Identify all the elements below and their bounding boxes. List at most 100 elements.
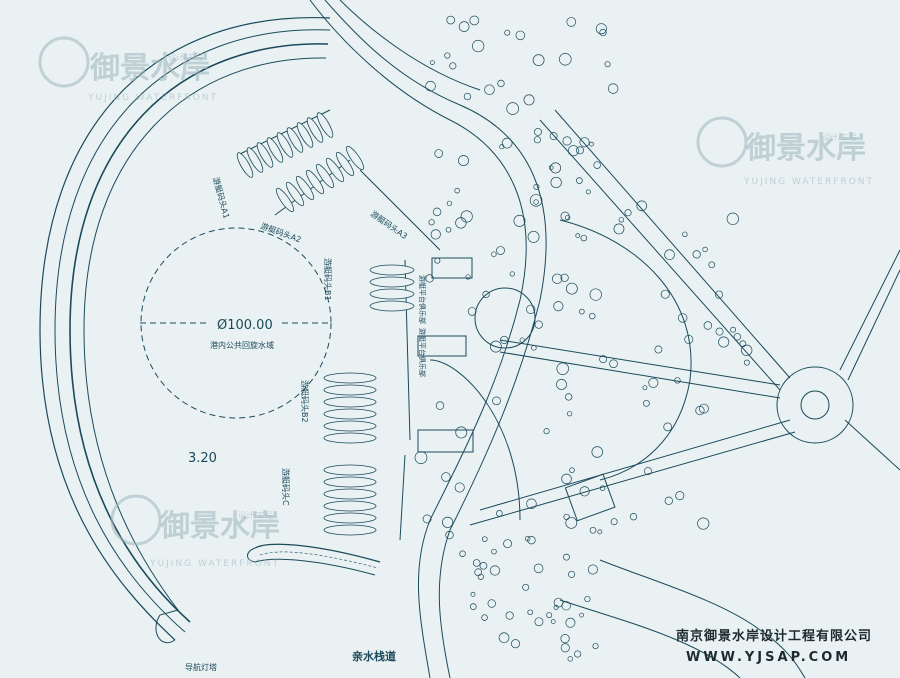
tree-symbol xyxy=(506,102,519,115)
tree-symbol xyxy=(576,177,583,184)
tree-symbol xyxy=(575,233,581,239)
tree-symbol xyxy=(629,513,638,521)
boat-shape xyxy=(305,169,325,195)
tree-symbol xyxy=(449,62,457,70)
tree-symbol xyxy=(549,132,558,140)
tree-symbol xyxy=(739,340,747,348)
beacon-label: 导航灯塔 xyxy=(185,662,217,672)
tree-symbol xyxy=(560,643,570,653)
tree-symbol xyxy=(432,207,442,217)
tree-symbol xyxy=(561,473,572,485)
tree-symbol xyxy=(566,17,577,27)
boat-shape xyxy=(266,137,284,163)
tree-symbol xyxy=(579,137,590,148)
tree-symbol xyxy=(533,199,539,205)
tree-symbol xyxy=(454,482,465,493)
tree-symbol xyxy=(642,385,648,391)
tree-symbol xyxy=(469,15,480,26)
tree-symbol xyxy=(504,29,511,36)
tree-symbol xyxy=(660,289,670,299)
boat-shape xyxy=(236,152,254,178)
boat-shape xyxy=(323,464,377,476)
tree-symbol xyxy=(454,187,460,194)
boat-shape xyxy=(335,151,355,177)
tree-symbol xyxy=(589,141,594,147)
tree-symbol xyxy=(579,308,585,315)
tree-symbol xyxy=(458,155,469,167)
tree-symbol xyxy=(477,573,484,580)
tree-symbol xyxy=(589,312,596,320)
boat-shape xyxy=(369,276,415,288)
tree-symbol xyxy=(543,428,550,435)
tree-symbol xyxy=(524,535,531,542)
tree-symbol xyxy=(567,656,573,662)
tree-symbol xyxy=(618,217,625,223)
tree-symbol xyxy=(459,550,466,557)
tree-symbol xyxy=(550,162,562,174)
tree-symbol xyxy=(609,359,618,368)
tree-symbol xyxy=(499,144,505,150)
boat-shape xyxy=(276,132,294,158)
tree-symbol xyxy=(715,327,724,336)
tree-symbol xyxy=(599,355,608,364)
tree-symbol xyxy=(428,219,435,226)
tree-symbol xyxy=(608,83,619,94)
boat-shape xyxy=(323,524,377,536)
tree-symbol xyxy=(491,548,497,555)
svg-text:设计/工程: 设计/工程 xyxy=(238,510,273,520)
tree-symbol xyxy=(467,307,477,316)
tree-symbol xyxy=(684,334,694,344)
berth-b1-label: 游艇码头B1 xyxy=(323,258,333,301)
tree-symbol xyxy=(445,226,452,233)
tree-symbol xyxy=(565,617,576,628)
tree-symbol xyxy=(741,344,753,356)
tree-symbol xyxy=(492,396,501,406)
circle-diameter-label: Ø100.00 xyxy=(217,318,273,333)
tree-symbol xyxy=(591,446,603,458)
tree-symbol xyxy=(482,290,490,299)
tree-symbol xyxy=(592,643,599,650)
tree-symbol xyxy=(434,257,441,264)
tree-symbol xyxy=(560,211,570,221)
tree-symbol xyxy=(489,340,502,353)
tree-symbol xyxy=(563,553,570,561)
boat-shape xyxy=(306,117,324,143)
tree-symbol xyxy=(604,61,611,68)
tree-symbol xyxy=(560,633,570,644)
tree-symbol xyxy=(587,564,598,575)
tree-symbol xyxy=(526,498,537,509)
tree-symbol xyxy=(562,136,572,146)
tree-symbol xyxy=(497,79,505,88)
tree-symbol xyxy=(579,612,585,618)
tree-symbol xyxy=(553,301,564,312)
tree-symbol xyxy=(481,614,488,621)
tree-symbol xyxy=(527,536,536,545)
tree-symbol xyxy=(522,583,530,591)
tree-symbol xyxy=(642,399,650,407)
tree-symbol xyxy=(445,530,454,540)
berth-a2-label: 游艇码头A2 xyxy=(259,220,302,244)
tree-symbol xyxy=(425,274,434,283)
tree-symbol xyxy=(533,563,544,574)
tree-symbol xyxy=(648,377,659,388)
tree-symbol xyxy=(702,246,708,253)
svg-text:御景水岸: 御景水岸 xyxy=(159,509,280,544)
tree-symbol xyxy=(503,539,513,549)
boat-shape xyxy=(323,488,377,500)
boat-shape xyxy=(246,147,264,173)
tree-symbol xyxy=(674,377,681,384)
tree-symbol xyxy=(718,336,730,348)
tree-symbol xyxy=(470,591,476,597)
tree-symbol xyxy=(576,146,584,155)
tree-symbol xyxy=(532,54,545,66)
tree-symbol xyxy=(531,345,537,351)
tree-symbol xyxy=(585,189,591,195)
boardwalk-label: 亲水栈道 xyxy=(352,649,396,663)
tree-symbol xyxy=(563,513,570,521)
tree-symbol xyxy=(708,261,716,269)
tree-symbol xyxy=(515,30,526,41)
tree-symbol xyxy=(442,516,454,528)
tree-symbol xyxy=(460,210,473,223)
boat-shape xyxy=(369,300,415,312)
